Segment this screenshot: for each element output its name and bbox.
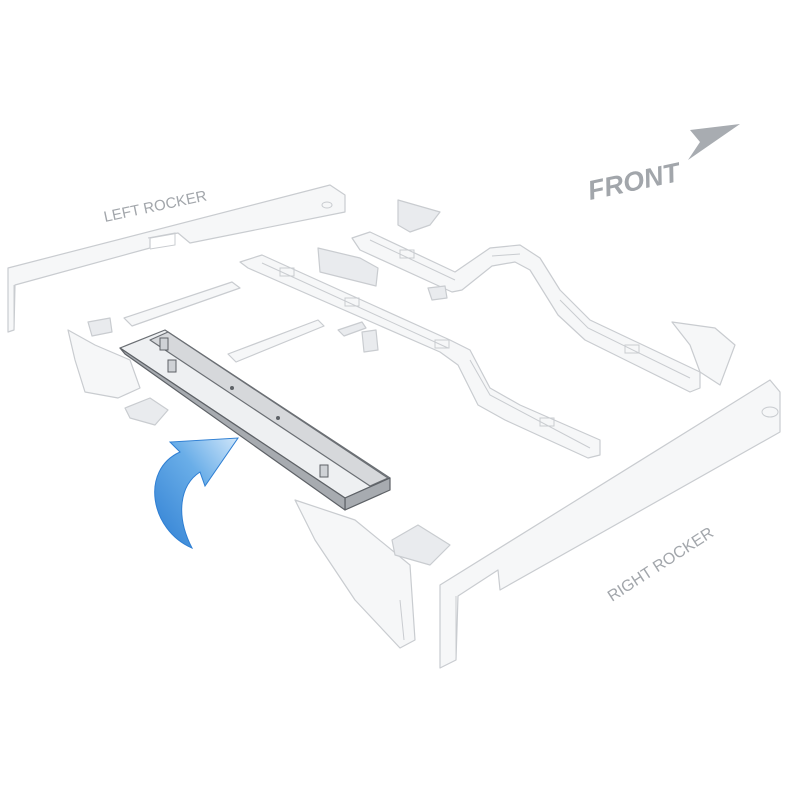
- upper-frame-rail: [351, 231, 701, 393]
- right-rocker-panel: [439, 379, 781, 669]
- left-rocker-panel: [7, 184, 346, 333]
- small-bracket-lower-left: [124, 397, 169, 426]
- middle-frame-rail: [239, 254, 601, 459]
- cross-brace-center: [227, 319, 325, 363]
- left-front-mount: [67, 329, 141, 399]
- small-tab-upper: [427, 285, 448, 301]
- lower-left-panel: [294, 499, 416, 649]
- front-label: FRONT: [585, 157, 685, 206]
- small-post-center: [361, 329, 379, 353]
- seat-support-bracket: [317, 247, 379, 287]
- small-bracket-lower: [391, 524, 451, 566]
- cross-brace-left-upper: [123, 281, 241, 327]
- small-bracket-top: [397, 199, 441, 233]
- front-arrow-icon: [688, 124, 740, 160]
- highlighted-crossmember: [119, 329, 391, 511]
- right-rocker-label: RIGHT ROCKER: [605, 524, 717, 605]
- small-bracket-left: [87, 317, 113, 337]
- right-front-mount: [671, 321, 736, 386]
- curved-arrow-icon: [154, 437, 239, 550]
- small-clip-center: [337, 321, 367, 337]
